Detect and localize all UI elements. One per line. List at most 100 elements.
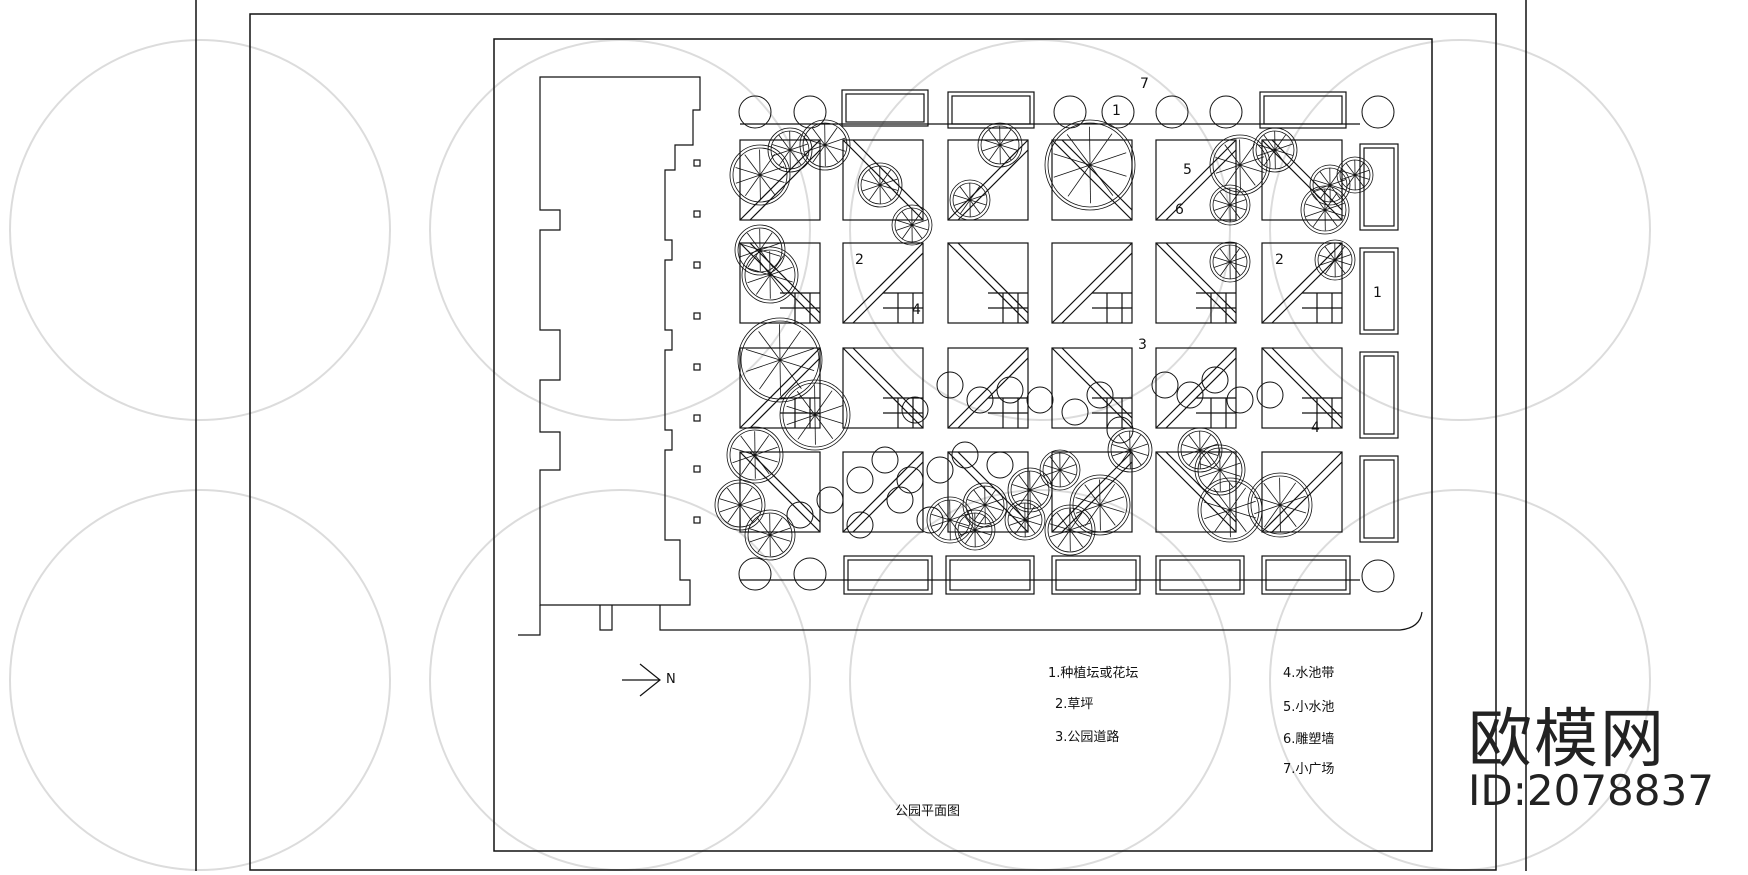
tree-branch [745, 175, 760, 196]
tree-symbol [955, 510, 995, 550]
tree-symbol [1108, 428, 1152, 472]
tree-branch [1112, 445, 1130, 451]
tree-symbol [727, 427, 783, 483]
tree-symbol [1210, 242, 1250, 282]
watermark-layer [10, 40, 1650, 870]
tree-symbol [1178, 428, 1222, 472]
tree-branch [746, 360, 780, 372]
tree-branch [970, 200, 986, 205]
tree-branch [1012, 485, 1030, 491]
diagonal-path [1156, 243, 1236, 323]
tree-symbol [780, 380, 850, 450]
tree-branch [728, 505, 740, 522]
tree-symbol [950, 180, 990, 220]
tree-branch [1280, 496, 1306, 505]
tree-branch [815, 415, 833, 439]
tree-branch [825, 145, 845, 151]
map-number: 2 [855, 252, 864, 268]
tree-branch [1325, 210, 1337, 226]
tree-branch [727, 488, 740, 505]
tree-branch [1214, 488, 1230, 510]
map-number: 1 [1373, 285, 1382, 301]
tree-branch [1130, 435, 1141, 450]
tree-branch [825, 128, 837, 145]
tree-branch [813, 145, 825, 162]
tree-branch [1200, 444, 1218, 450]
tree-branch [1230, 205, 1246, 210]
tree-symbol [978, 123, 1022, 167]
tree-branch [974, 490, 985, 505]
tree-symbol [735, 225, 785, 275]
map-number: 7 [1140, 76, 1149, 92]
plan-title: 公园平面图 [895, 800, 960, 819]
tree-symbol [742, 247, 798, 303]
tree-symbol [858, 163, 902, 207]
perimeter-circle [1362, 96, 1394, 128]
tree-branch [740, 498, 760, 505]
shrub-circle [1202, 367, 1228, 393]
tree-branch [720, 505, 740, 512]
diagonal-path [740, 452, 820, 532]
diagonal-path [1052, 348, 1132, 428]
tree-branch [869, 170, 880, 185]
tree-branch [825, 145, 838, 162]
tree-branch [790, 144, 808, 150]
tree-branch [1067, 134, 1090, 165]
diagonal-path [958, 150, 1028, 220]
tree-branch [1085, 505, 1100, 526]
shrub-circle [997, 377, 1023, 403]
map-number: 4 [912, 302, 921, 318]
tree-branch [740, 505, 760, 511]
tree-symbol [715, 480, 765, 530]
tree-branch [787, 415, 815, 425]
diagonal-path [1262, 348, 1342, 428]
tree-branch [985, 505, 1003, 511]
shrub-circle [927, 457, 953, 483]
tree-branch [1050, 456, 1060, 470]
map-number: 5 [1183, 162, 1192, 178]
tree-symbol [745, 510, 795, 560]
diagonal-path [1262, 452, 1342, 532]
tree-branch [746, 349, 780, 360]
tree-branch [1319, 255, 1335, 260]
tree-branch [1254, 505, 1280, 514]
tree-branch [798, 415, 815, 439]
shrub-circle [1257, 382, 1283, 408]
diagonal-path [843, 348, 923, 428]
shrub-circle [952, 442, 978, 468]
tree-branch [1130, 444, 1148, 450]
tree-branch [815, 415, 843, 424]
tree-branch [756, 275, 770, 295]
tree-branch [1220, 470, 1240, 476]
planter-bed [1360, 144, 1398, 230]
tree-branch [1054, 154, 1091, 165]
tree-branch [1220, 191, 1230, 205]
tree-branch [1330, 185, 1340, 199]
tree-branch [770, 275, 793, 282]
shrub-circle [887, 487, 913, 513]
tree-branch [1313, 210, 1325, 227]
tree-branch [950, 514, 969, 520]
diagonal-path [1052, 243, 1132, 323]
legend-item: 1.种植坛或花坛 [1048, 662, 1138, 681]
tree-branch [1306, 204, 1326, 210]
tree-branch [1306, 210, 1325, 217]
tree-branch [740, 488, 752, 505]
tree-branch [1090, 127, 1091, 165]
tree-branch [1320, 171, 1330, 185]
tree-branch [1240, 157, 1264, 165]
tree-branch [1200, 470, 1220, 477]
north-label: N [666, 672, 676, 687]
tree-branch [1054, 165, 1090, 177]
tree-branch [1240, 144, 1255, 165]
tree-branch [1000, 130, 1011, 145]
planter-bed [1262, 556, 1350, 594]
tree-branch [1220, 453, 1232, 470]
map-number: 3 [1138, 337, 1147, 353]
tree-branch [1335, 260, 1345, 274]
shrub-circle [1227, 387, 1253, 413]
tree-branch [1230, 262, 1246, 267]
tree-symbol [730, 145, 790, 205]
tree-branch [1090, 165, 1127, 176]
tree-branch [1204, 510, 1230, 519]
